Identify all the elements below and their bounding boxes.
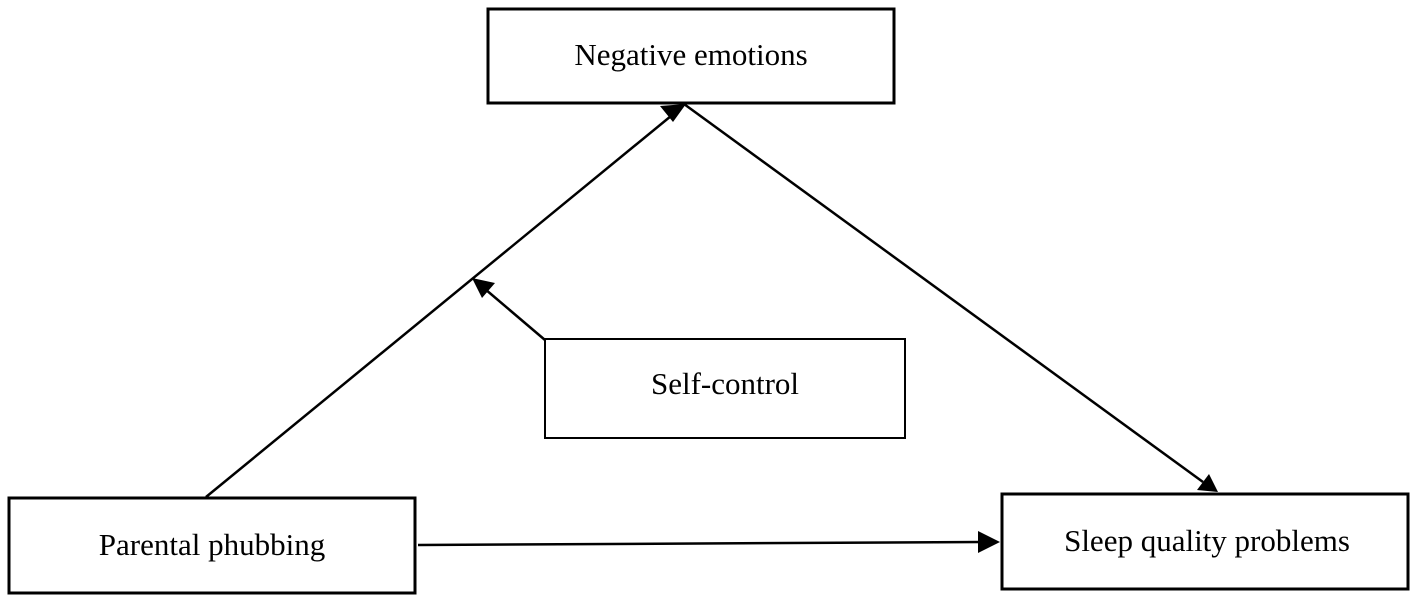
edge-self-control-moderation: [484, 288, 546, 341]
node-box: [1000, 492, 1410, 591]
node-sleep-quality-problems: Sleep quality problems: [1000, 492, 1410, 591]
node-label-self-control: Self-control: [651, 366, 799, 401]
arrowhead-moderation: [472, 278, 495, 298]
edge-phubbing-to-negative-emotions: [205, 115, 672, 498]
edge-negative-emotions-to-sleep-quality: [683, 102, 1204, 484]
node-box: [544, 338, 906, 439]
node-box: [486, 7, 896, 105]
node-parental-phubbing: Parental phubbing: [7, 496, 417, 595]
node-label-parental-phubbing: Parental phubbing: [99, 527, 325, 562]
node-box: [7, 496, 417, 595]
node-label-negative-emotions: Negative emotions: [574, 37, 807, 72]
node-negative-emotions: Negative emotions: [486, 7, 896, 105]
edges: [205, 102, 1218, 553]
edge-phubbing-to-sleep-quality: [417, 540, 983, 547]
node-label-sleep-quality-problems: Sleep quality problems: [1064, 523, 1350, 558]
arrowhead-negative-emotions: [660, 104, 686, 122]
arrowhead-sleep-quality-top: [1197, 474, 1218, 492]
arrowhead-sleep-quality-left: [978, 531, 1000, 553]
node-self-control: Self-control: [544, 338, 906, 439]
